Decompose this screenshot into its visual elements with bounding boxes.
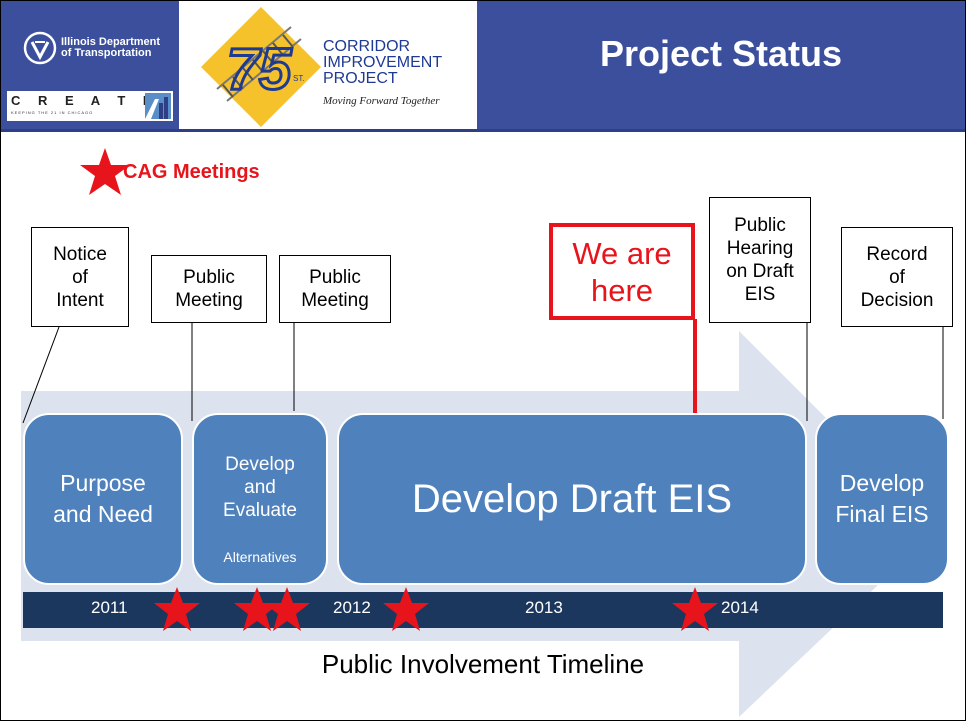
we-are-here-marker: We are here (549, 223, 695, 320)
create-logo-subtext: KEEPING THE 21 IN CHICAGO (11, 110, 94, 115)
header-right-panel (477, 1, 965, 129)
phase-develop-alternatives: Develop and Evaluate Alternatives (192, 413, 328, 585)
year-2013: 2013 (525, 598, 563, 617)
page-title: Project Status (599, 33, 843, 74)
header-left-panel: Illinois Department of Transportation C … (1, 1, 179, 129)
header-divider (1, 129, 965, 132)
header: Illinois Department of Transportation C … (1, 1, 965, 132)
cag-star-icon-5 (672, 587, 718, 631)
idot-logo-icon (23, 31, 57, 65)
milestone-notice-of-intent: Notice of Intent (31, 227, 129, 327)
create-logo-text: C R E A T E (11, 93, 159, 108)
cag-star-icon-1 (154, 587, 200, 631)
year-2012: 2012 (333, 598, 371, 617)
logo-number: 75 (227, 37, 292, 102)
agency-name: Illinois Department of Transportation (61, 36, 161, 59)
phase-purpose-and-need: Purpose and Need (23, 413, 183, 585)
cag-star-icon-4 (383, 587, 429, 631)
milestone-public-meeting-2: Public Meeting (279, 255, 391, 323)
legend-star-icon (80, 148, 130, 195)
legend-label: CAG Meetings (123, 161, 260, 183)
milestone-public-meeting-1: Public Meeting (151, 255, 267, 323)
milestone-record-of-decision: Record of Decision (841, 227, 953, 327)
tagline: Moving Forward Together (323, 95, 440, 107)
project-name: CORRIDOR IMPROVEMENT PROJECT (323, 38, 443, 87)
create-logo: C R E A T E KEEPING THE 21 IN CHICAGO (7, 91, 173, 121)
year-2011: 2011 (91, 598, 128, 617)
create-logo-icon (145, 93, 171, 119)
phase-develop-alternatives-main: Develop and Evaluate (223, 453, 297, 521)
year-2014: 2014 (721, 598, 759, 617)
phase-develop-draft-eis: Develop Draft EIS (337, 413, 807, 585)
footer-caption: Public Involvement Timeline (321, 649, 645, 679)
header-middle-panel: 75 ST. CORRIDOR IMPROVEMENT PROJECT Movi… (179, 1, 477, 129)
phase-develop-final-eis: Develop Final EIS (815, 413, 949, 585)
75th-corridor-logo-icon: 75 ST. (201, 7, 321, 127)
milestone-public-hearing: Public Hearing on Draft EIS (709, 197, 811, 323)
logo-suffix: ST. (293, 74, 305, 83)
phase-develop-alternatives-small: Alternatives (223, 548, 297, 565)
